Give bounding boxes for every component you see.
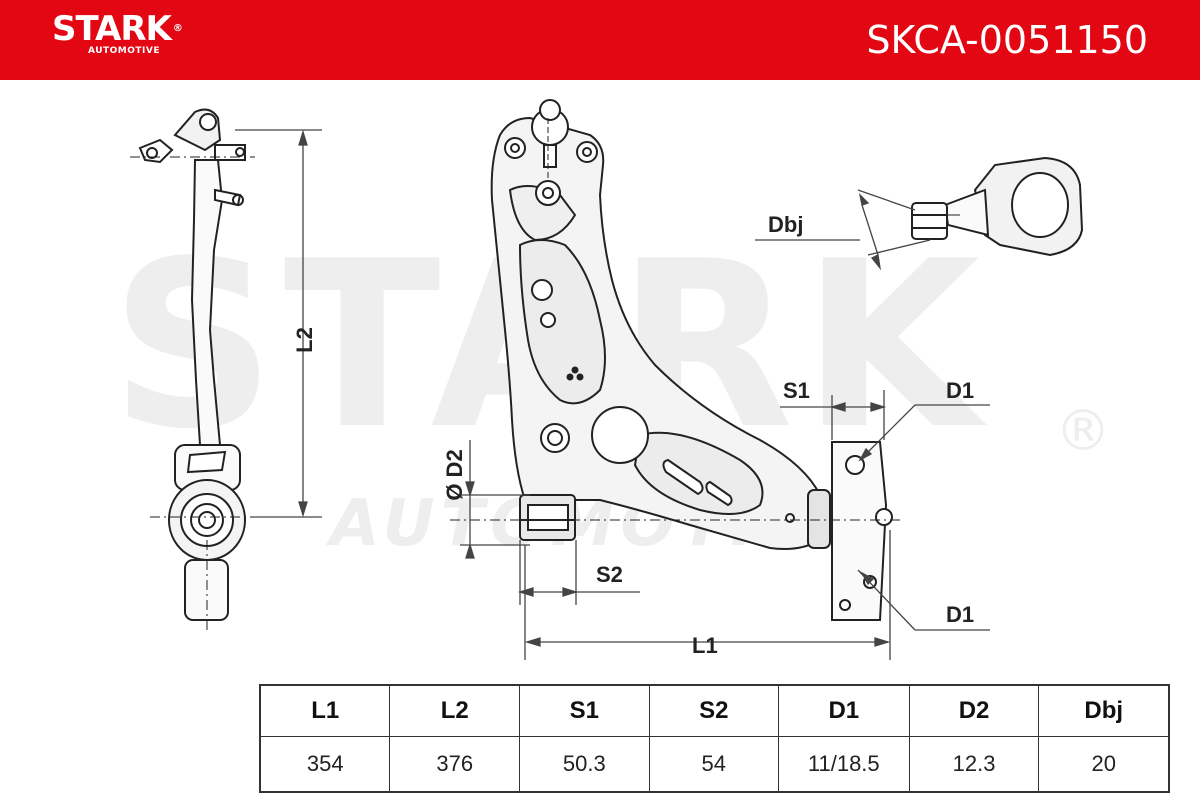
brand-logo: STARK® AUTOMOTIVE — [52, 9, 183, 56]
dimension-d1-top — [858, 404, 990, 462]
value-s1: 50.3 — [518, 736, 650, 793]
value-s2: 54 — [648, 736, 779, 793]
dimension-d2 — [460, 440, 530, 559]
dimension-l1 — [524, 530, 891, 660]
spec-table: L1 L2 S1 S2 D1 D2 Dbj 354 376 50.3 54 11… — [259, 684, 1170, 793]
spec-table-header-row: L1 L2 S1 S2 D1 D2 Dbj — [259, 684, 1170, 737]
dim-label-s2: S2 — [596, 562, 623, 587]
value-l2: 376 — [389, 736, 520, 793]
header-d1: D1 — [777, 684, 910, 737]
side-view — [130, 108, 260, 630]
dimension-l2 — [235, 129, 322, 518]
value-d2: 12.3 — [908, 736, 1040, 793]
header-dbj: Dbj — [1038, 684, 1170, 737]
brand-sub: AUTOMOTIVE — [88, 46, 160, 56]
header-l2: L2 — [389, 684, 520, 737]
dim-label-l1: L1 — [692, 633, 718, 658]
dim-label-dbj: Dbj — [768, 212, 803, 237]
dimension-d1-bottom — [857, 569, 990, 631]
dim-label-d1-bottom: D1 — [946, 602, 974, 627]
watermark-registered-icon: ® — [1055, 399, 1111, 464]
dimension-dbj — [755, 189, 931, 271]
header-l1: L1 — [259, 684, 391, 737]
spec-table-value-row: 354 376 50.3 54 11/18.5 12.3 20 — [259, 736, 1170, 793]
technical-drawing: STARK AUTOMOTIVE ® L2 — [110, 99, 1111, 660]
ball-joint-detail — [911, 156, 1084, 257]
dimension-s1 — [780, 390, 887, 440]
value-d1: 11/18.5 — [777, 736, 910, 793]
dim-label-d1-top: D1 — [946, 378, 974, 403]
value-l1: 354 — [259, 736, 391, 793]
dim-label-s1: S1 — [783, 378, 810, 403]
dim-label-l2: L2 — [292, 327, 317, 353]
dimension-s2 — [517, 540, 640, 605]
header-s2: S2 — [648, 684, 779, 737]
header-d2: D2 — [908, 684, 1040, 737]
header-s1: S1 — [518, 684, 650, 737]
value-dbj: 20 — [1038, 736, 1170, 793]
dim-label-d2: Ø D2 — [442, 449, 467, 500]
control-arm-plan-view — [450, 99, 900, 621]
registered-icon: ® — [172, 23, 183, 34]
part-number: SKCA-0051150 — [866, 18, 1148, 62]
brand-name: STARK — [52, 9, 172, 49]
header-bar: STARK® AUTOMOTIVE SKCA-0051150 — [0, 0, 1200, 80]
